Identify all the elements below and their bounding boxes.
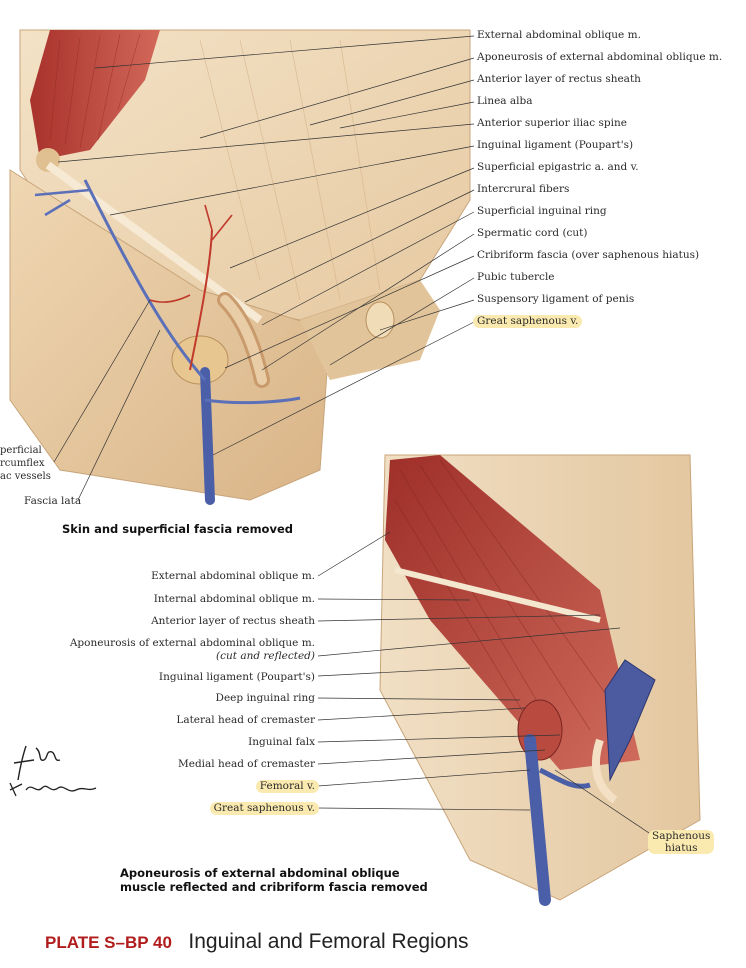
label-great-saphenous-top: Great saphenous v. <box>473 315 583 328</box>
label-b-internal-oblique: Internal abdominal oblique m. <box>153 593 315 605</box>
label-suspensory-ligament: Suspensory ligament of penis <box>477 293 635 305</box>
label-cribriform-fascia: Cribriform fascia (over saphenous hiatus… <box>477 249 700 261</box>
label-b-inguinal-falx: Inguinal falx <box>248 736 315 748</box>
label-circumflex-2: rcumflex <box>0 458 45 469</box>
plate-title: Inguinal and Femoral Regions <box>188 930 469 953</box>
label-pubic-tubercle: Pubic tubercle <box>477 271 555 283</box>
bottom-illustration <box>317 454 701 906</box>
label-b-deep-inguinal-ring: Deep inguinal ring <box>215 692 315 704</box>
label-b-inguinal-ligament: Inguinal ligament (Poupart's) <box>158 671 315 683</box>
label-anterior-superior-iliac-spine: Anterior superior iliac spine <box>477 117 627 129</box>
label-circumflex-1: perficial <box>0 445 42 456</box>
label-superficial-inguinal-ring: Superficial inguinal ring <box>477 205 607 217</box>
plate-footer: PLATE S–BP 40 Inguinal and Femoral Regio… <box>45 930 469 960</box>
label-b-lateral-head-cremaster: Lateral head of cremaster <box>176 714 315 726</box>
caption-bottom-2: muscle reflected and cribriform fascia r… <box>120 880 428 894</box>
plate-id: PLATE S–BP 40 <box>45 933 172 952</box>
label-b-cut-reflected: (cut and reflected) <box>216 650 315 662</box>
caption-bottom-1: Aponeurosis of external abdominal obliqu… <box>120 866 400 880</box>
label-b-great-saphenous: Great saphenous v. <box>209 802 319 815</box>
label-b-anterior-rectus-sheath: Anterior layer of rectus sheath <box>151 615 315 627</box>
label-inguinal-ligament: Inguinal ligament (Poupart's) <box>477 139 634 151</box>
top-illustration <box>9 29 475 505</box>
artist-signature <box>9 745 97 797</box>
label-aponeurosis-external-oblique: Aponeurosis of external abdominal obliqu… <box>477 51 723 63</box>
label-saphenous-hiatus: Saphenous hiatus <box>648 830 715 854</box>
label-fascia-lata: Fascia lata <box>24 495 82 507</box>
label-spermatic-cord: Spermatic cord (cut) <box>477 227 588 239</box>
label-saphenous-hiatus-2: hiatus <box>664 842 698 854</box>
label-anterior-rectus-sheath: Anterior layer of rectus sheath <box>477 73 641 85</box>
label-b-femoral-vein: Femoral v. <box>255 780 319 793</box>
caption-top: Skin and superficial fascia removed <box>62 522 293 536</box>
label-intercrural-fibers: Intercrural fibers <box>477 183 570 195</box>
label-b-aponeurosis: Aponeurosis of external abdominal obliqu… <box>69 637 315 649</box>
label-linea-alba: Linea alba <box>477 95 533 107</box>
label-saphenous-hiatus-1: Saphenous <box>652 830 711 842</box>
label-circumflex-3: ac vessels <box>0 471 51 482</box>
label-superficial-epigastric: Superficial epigastric a. and v. <box>477 161 639 173</box>
label-b-medial-head-cremaster: Medial head of cremaster <box>177 758 315 770</box>
label-b-external-oblique: External abdominal oblique m. <box>151 570 315 582</box>
label-external-abdominal-oblique: External abdominal oblique m. <box>477 29 641 41</box>
